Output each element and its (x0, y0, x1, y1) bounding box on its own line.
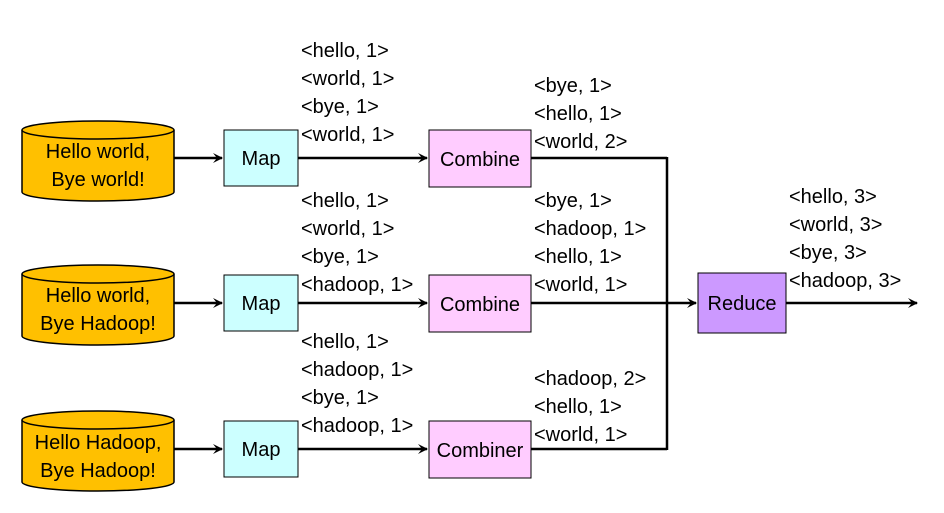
map-1-output-2: <bye, 1> (301, 96, 379, 118)
reduce-box: Reduce (697, 272, 787, 334)
map-2-output-0: <hello, 1> (301, 190, 389, 212)
reduce-output-1: <world, 3> (789, 214, 882, 236)
map-3-output-1: <hadoop, 1> (301, 359, 413, 381)
combine-1-output-1: <hello, 1> (534, 103, 622, 125)
pipeline-row-1: Hello world, Bye world! Map <hello, 1> <… (21, 40, 627, 202)
input-1-line2: Bye world! (51, 169, 144, 191)
map-box-3: Map (223, 420, 299, 478)
combine-3-label: Combiner (437, 440, 524, 462)
input-3-line1: Hello Hadoop, (35, 432, 162, 454)
combine-box-2: Combine (428, 274, 532, 333)
map-box-1: Map (223, 129, 299, 187)
combine-output-list-2: <bye, 1> <hadoop, 1> <hello, 1> <world, … (534, 190, 646, 296)
combine-2-output-3: <world, 1> (534, 274, 627, 296)
combine-output-list-3: <hadoop, 2> <hello, 1> <world, 1> (534, 368, 646, 446)
map-3-output-0: <hello, 1> (301, 331, 389, 353)
pipeline-row-2: Hello world, Bye Hadoop! Map <hello, 1> … (21, 190, 646, 346)
map-1-output-3: <world, 1> (301, 124, 394, 146)
reduce-output-0: <hello, 3> (789, 186, 877, 208)
reduce-label: Reduce (708, 293, 777, 315)
input-2-line1: Hello world, (46, 285, 150, 307)
map-2-output-3: <hadoop, 1> (301, 274, 413, 296)
combine-2-output-1: <hadoop, 1> (534, 218, 646, 240)
combine-1-label: Combine (440, 149, 520, 171)
combine-2-output-2: <hello, 1> (534, 246, 622, 268)
reduce-output-3: <hadoop, 3> (789, 270, 901, 292)
map-2-label: Map (242, 293, 281, 315)
map-1-output-1: <world, 1> (301, 68, 394, 90)
map-3-label: Map (242, 439, 281, 461)
map-3-output-2: <bye, 1> (301, 387, 379, 409)
combine-2-output-0: <bye, 1> (534, 190, 612, 212)
input-3-line2: Bye Hadoop! (40, 460, 156, 482)
map-output-list-3: <hello, 1> <hadoop, 1> <bye, 1> <hadoop,… (301, 331, 413, 437)
map-output-list-1: <hello, 1> <world, 1> <bye, 1> <world, 1… (301, 40, 394, 146)
combine-output-list-1: <bye, 1> <hello, 1> <world, 2> (534, 75, 627, 153)
combine-3-output-0: <hadoop, 2> (534, 368, 646, 390)
combine-box-3: Combiner (428, 420, 532, 479)
map-2-output-2: <bye, 1> (301, 246, 379, 268)
map-2-output-1: <world, 1> (301, 218, 394, 240)
combine-1-output-2: <world, 2> (534, 131, 627, 153)
combine-3-output-1: <hello, 1> (534, 396, 622, 418)
map-1-label: Map (242, 148, 281, 170)
input-cylinder-3: Hello Hadoop, Bye Hadoop! (21, 410, 175, 492)
map-box-2: Map (223, 274, 299, 332)
combine-3-output-2: <world, 1> (534, 424, 627, 446)
reduce-output-2: <bye, 3> (789, 242, 867, 264)
combine-1-output-0: <bye, 1> (534, 75, 612, 97)
pipeline-row-3: Hello Hadoop, Bye Hadoop! Map <hello, 1>… (21, 331, 646, 492)
reduce-output-list: <hello, 3> <world, 3> <bye, 3> <hadoop, … (789, 186, 901, 292)
map-3-output-3: <hadoop, 1> (301, 415, 413, 437)
input-2-line2: Bye Hadoop! (40, 313, 156, 335)
map-1-output-0: <hello, 1> (301, 40, 389, 62)
input-cylinder-1: Hello world, Bye world! (21, 120, 175, 202)
map-output-list-2: <hello, 1> <world, 1> <bye, 1> <hadoop, … (301, 190, 413, 296)
merge-connectors (531, 156, 697, 451)
combine-2-label: Combine (440, 294, 520, 316)
input-cylinder-2: Hello world, Bye Hadoop! (21, 264, 175, 346)
combine-box-1: Combine (428, 129, 532, 188)
input-1-line1: Hello world, (46, 141, 150, 163)
